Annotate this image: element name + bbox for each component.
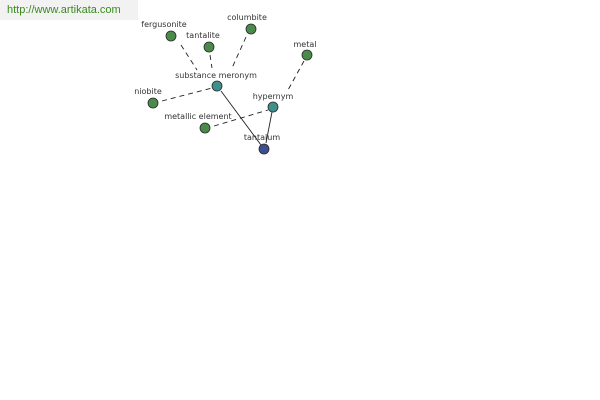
node-tantalum[interactable] [258,143,270,155]
label-tantalum: tantalum [244,133,280,142]
node-fergusonite[interactable] [165,30,177,42]
node-hypernym[interactable] [267,101,279,113]
label-substance-meronym: substance meronym [175,71,257,80]
label-fergusonite: fergusonite [141,20,187,29]
url-banner: http://www.artikata.com [0,0,138,20]
node-columbite[interactable] [245,23,257,35]
node-metal[interactable] [301,49,313,61]
edge-columbite-substance-meronym [231,36,247,69]
edge-tantalite-substance-meronym [209,54,213,69]
label-tantalite: tantalite [186,31,220,40]
node-substance-meronym[interactable] [211,80,223,92]
source-url[interactable]: http://www.artikata.com [7,4,121,16]
edge-metallic-element-hypernym [213,109,269,127]
node-tantalite[interactable] [203,41,215,53]
node-niobite[interactable] [147,97,159,109]
edge-metal-hypernym [287,60,305,91]
label-niobite: niobite [134,87,162,96]
label-hypernym: hypernym [253,92,294,101]
edge-niobite-substance-meronym [161,87,213,102]
edge-fergusonite-substance-meronym [180,44,198,71]
label-columbite: columbite [227,13,267,22]
node-metallic-element[interactable] [199,122,211,134]
label-metal: metal [294,40,317,49]
edge-hypernym-tantalum [265,111,273,144]
label-metallic-element: metallic element [164,112,231,121]
